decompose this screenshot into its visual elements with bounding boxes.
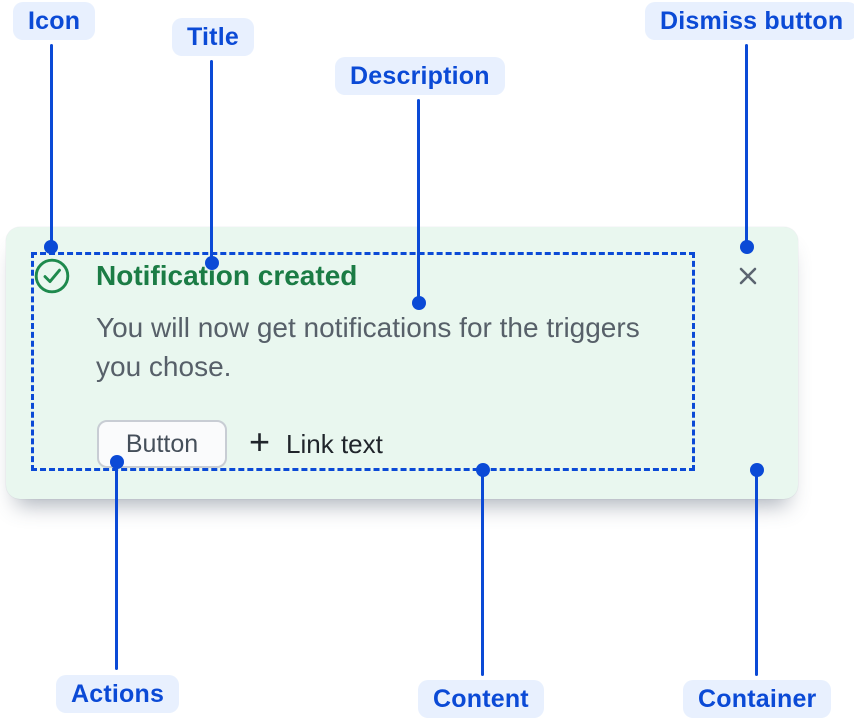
annotation-label-description: Description bbox=[335, 57, 505, 95]
annotation-line-content bbox=[481, 470, 484, 676]
annotation-line-title bbox=[210, 60, 213, 263]
check-circle-icon bbox=[34, 258, 70, 294]
annotation-dot-actions bbox=[110, 455, 124, 469]
annotation-dot-container bbox=[750, 463, 764, 477]
annotation-line-description bbox=[417, 99, 420, 303]
dismiss-button[interactable] bbox=[728, 256, 768, 296]
flag-title: Notification created bbox=[96, 260, 358, 291]
annotation-dot-title bbox=[205, 256, 219, 270]
annotation-line-actions bbox=[115, 462, 118, 670]
annotation-dot-description bbox=[412, 296, 426, 310]
flag-link-label: Link text bbox=[286, 428, 383, 459]
flag-container: Notification created You will now get no… bbox=[6, 227, 798, 499]
annotation-label-icon: Icon bbox=[13, 2, 96, 40]
annotation-label-dismiss-button: Dismiss button bbox=[645, 2, 854, 40]
annotation-dot-dismiss-button bbox=[740, 240, 754, 254]
annotation-label-content: Content bbox=[418, 680, 544, 718]
annotation-line-icon bbox=[50, 44, 53, 247]
annotation-line-dismiss-button bbox=[745, 44, 748, 247]
annotation-label-title: Title bbox=[172, 18, 254, 56]
content-outline bbox=[31, 252, 695, 471]
flag-description: You will now get notifications for the t… bbox=[96, 312, 640, 382]
annotation-dot-icon bbox=[44, 240, 58, 254]
cross-icon bbox=[739, 267, 757, 285]
annotation-label-container: Container bbox=[683, 680, 832, 718]
plus-icon: + bbox=[249, 421, 271, 462]
flag-link[interactable]: + Link text bbox=[249, 420, 383, 468]
annotation-label-actions: Actions bbox=[56, 675, 180, 713]
annotation-dot-content bbox=[476, 463, 490, 477]
annotation-line-container bbox=[755, 470, 758, 676]
